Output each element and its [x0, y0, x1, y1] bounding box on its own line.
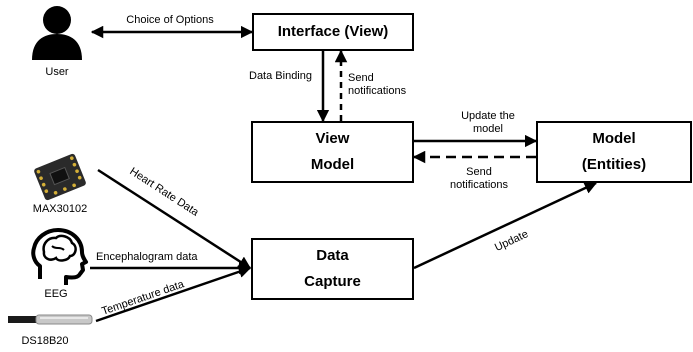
eeg-label: EEG: [44, 288, 68, 300]
interface-view-box: Interface (View): [252, 13, 414, 51]
send-notifications-view-line1: Send: [348, 72, 374, 84]
send-notifications-model-line1: Send: [466, 166, 492, 178]
model-entities-box: Model (Entities): [536, 121, 692, 183]
model-label-line2: (Entities): [581, 156, 647, 173]
edge-temperature-data: [95, 265, 252, 323]
view-model-label-line1: View: [315, 130, 350, 147]
update-the-model-line2: model: [473, 123, 503, 135]
interface-view-label: Interface (View): [277, 23, 389, 40]
view-model-label-line2: Model: [310, 156, 355, 173]
edge-update: [413, 181, 598, 270]
update-the-model-line1: Update the: [461, 110, 515, 122]
brain-head-icon: [31, 228, 88, 285]
max30102-label: MAX30102: [32, 203, 88, 215]
send-notifications-model-line2: notifications: [449, 179, 509, 191]
view-model-box: View Model: [251, 121, 414, 183]
data-capture-box: Data Capture: [251, 238, 414, 300]
user-icon: [32, 6, 82, 60]
edge-heart-rate-data: [97, 168, 252, 270]
send-notifications-model-label: Send notifications: [434, 166, 524, 192]
data-capture-label-line2: Capture: [304, 273, 361, 290]
data-binding-label: Data Binding: [249, 70, 312, 82]
data-capture-label-line1: Data: [316, 247, 349, 264]
user-label: User: [45, 66, 69, 78]
temperature-probe-icon: [8, 314, 93, 325]
heart-rate-sensor-icon: [34, 153, 86, 201]
send-notifications-view-label: Send notifications: [348, 72, 406, 98]
encephalogram-data-label: Encephalogram data: [96, 251, 198, 263]
model-label-line1: Model: [592, 130, 636, 147]
send-notifications-view-line2: notifications: [348, 85, 407, 97]
choice-of-options-label: Choice of Options: [126, 14, 214, 26]
ds18b20-label: DS18B20: [21, 335, 69, 347]
update-the-model-label: Update the model: [448, 110, 528, 136]
